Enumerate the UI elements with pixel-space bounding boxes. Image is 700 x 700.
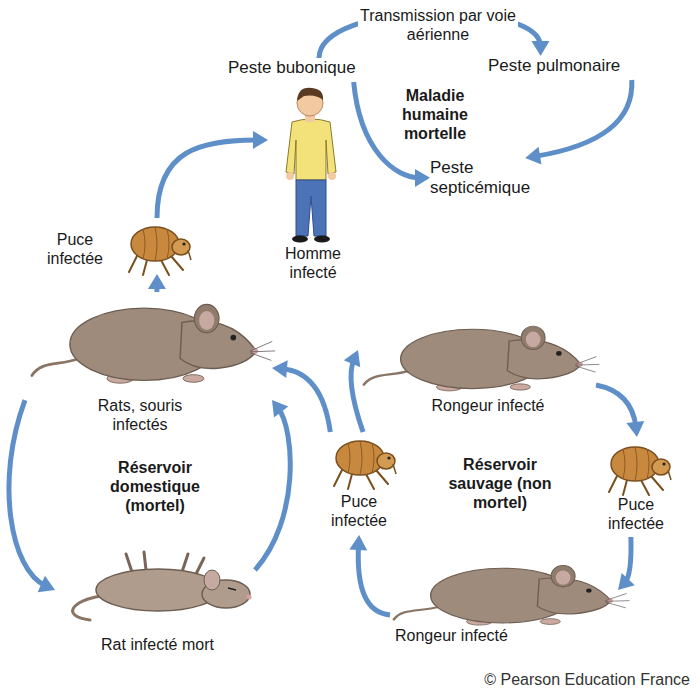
rodent-node: Rongeur infecté (390, 556, 618, 652)
flea-node: Puce infectée (35, 218, 195, 274)
node-label: Rat infecté mort (75, 635, 240, 654)
arrow-line (9, 400, 46, 586)
disease-label: Peste septicémique (430, 158, 570, 202)
arrow-head (415, 169, 430, 187)
arrow-head (38, 576, 55, 592)
node-label: Homme infecté (268, 244, 358, 282)
reservoir-title: Réservoir domestique (mortel) (95, 458, 215, 516)
dead-rat-node: Rat infecté mort (55, 540, 255, 660)
arrow-line (535, 80, 632, 156)
node-label: Puce infectée (35, 230, 115, 268)
disease-label: Peste pulmonaire (488, 56, 670, 80)
rodent-node: Rongeur infecté (358, 316, 596, 418)
arrow-head (349, 535, 367, 550)
arrow-head (272, 360, 288, 378)
edge-label: Transmission par voie aérienne (358, 6, 518, 44)
arrow-line (157, 140, 258, 218)
flea-node: Puce infectée (315, 432, 405, 535)
rat-drawing (32, 304, 275, 383)
rodent-drawing (394, 565, 630, 625)
rat-node: Rats, souris infectés (25, 292, 272, 438)
node-label: Peste pulmonaire (488, 56, 668, 76)
rodent-drawing (364, 326, 600, 391)
arrow-line (358, 545, 390, 615)
node-label: Puce infectée (592, 495, 680, 533)
arrow-head (618, 573, 635, 590)
arrow-line (596, 385, 636, 427)
copyright-note: © Pearson Education France (440, 670, 690, 689)
flow-arrow (272, 360, 330, 432)
flow-arrow (148, 274, 166, 292)
node-label: Puce infectée (315, 492, 403, 530)
arrow-line (255, 408, 290, 570)
arrow-head (272, 400, 288, 417)
flow-arrow (9, 400, 55, 592)
dead-rat-drawing (73, 552, 252, 620)
flea-node: Puce infectée (592, 437, 682, 537)
arrow-line (625, 537, 631, 583)
flea-drawing (129, 227, 191, 275)
flow-arrow (255, 400, 290, 570)
arrow-head (531, 41, 549, 56)
node-label: Rats, souris infectés (85, 396, 195, 434)
arrow-line (351, 359, 363, 432)
node-label: Rongeur infecté (395, 626, 535, 645)
node-label: Peste bubonique (228, 58, 403, 78)
flow-arrow (525, 80, 632, 164)
human-node: Homme infecté (268, 84, 360, 289)
human-figure (286, 88, 336, 243)
flow-arrow (344, 350, 363, 432)
reservoir-title: Réservoir sauvage (non mortel) (442, 455, 558, 513)
node-label: Rongeur infecté (418, 396, 558, 415)
arrow-head (344, 350, 361, 367)
flea-drawing (609, 447, 671, 495)
arrow-head (253, 131, 268, 149)
arrow-head (525, 147, 541, 165)
arrow-head (626, 421, 644, 437)
flow-arrow (618, 537, 635, 590)
cycle-title: Maladie humaine mortelle (385, 86, 485, 144)
flow-arrow (157, 131, 268, 218)
node-label: Peste septicémique (430, 158, 560, 199)
disease-label: Peste bubonique (228, 58, 405, 82)
arrow-head (148, 274, 166, 289)
flow-arrow (596, 385, 644, 437)
flea-drawing (334, 441, 396, 489)
flow-arrow (349, 535, 390, 615)
arrow-line (282, 369, 330, 432)
